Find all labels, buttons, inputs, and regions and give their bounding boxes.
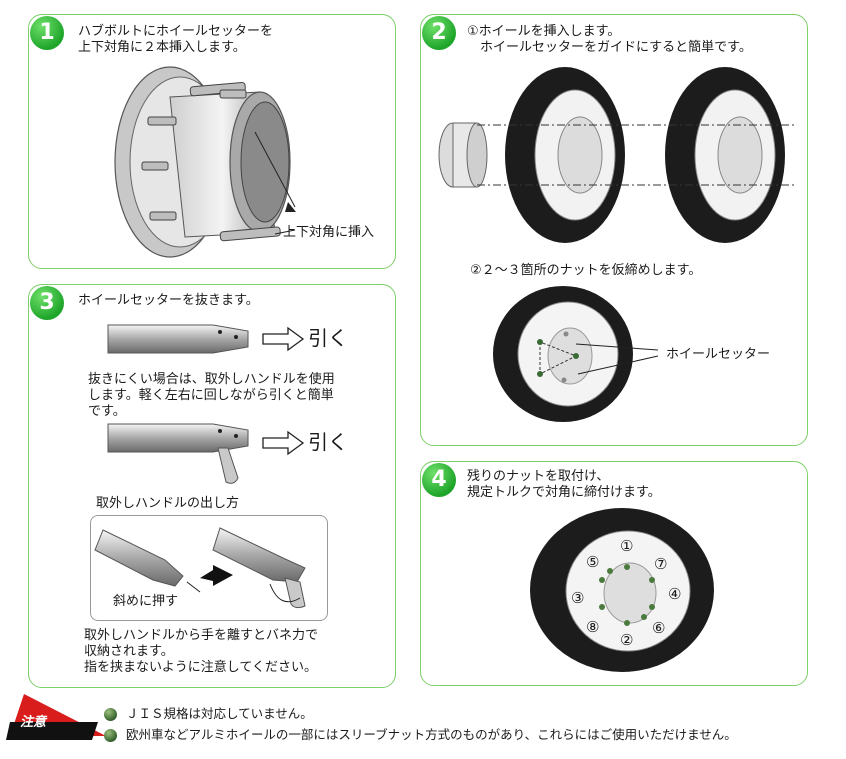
order-3: ③ [571, 589, 585, 607]
caution-item-2: 欧州車などアルミホイールの一部にはスリーブナット方式のものがあり、これらにはご使… [104, 724, 737, 743]
step1-text: ハブボルトにホイールセッターを 上下対角に２本挿入します。 [78, 24, 274, 55]
handle-howto-illustration [94, 527, 306, 609]
wheel-insert-illustration [438, 67, 795, 243]
step2-callout: ホイールセッター [666, 347, 771, 362]
step2-text2: ②２～３箇所のナットを仮締めします。 [470, 263, 702, 278]
setter-pull-illustration-1 [107, 324, 249, 354]
handle-subheading: 取外しハンドルの出し方 [96, 496, 240, 511]
step3-badge: 3 [30, 286, 64, 320]
step1-callout: 上下対角に挿入 [283, 225, 375, 240]
order-7: ⑦ [654, 555, 668, 573]
hub-bolt-illustration [114, 66, 296, 258]
order-8: ⑧ [586, 618, 600, 636]
bullet-icon [104, 708, 117, 721]
step4-badge: 4 [422, 463, 456, 497]
setter-pull-illustration-2 [107, 423, 249, 484]
pull-label-1: 引く [308, 326, 348, 350]
caution-tag [6, 694, 106, 740]
order-4: ④ [668, 585, 682, 603]
diagonal-push-label: 斜めに押す [113, 594, 179, 609]
pull-arrow-icon [262, 326, 305, 352]
step4-text: 残りのナットを取付け、 規定トルクで対角に締付けます。 [467, 469, 661, 500]
order-2: ② [620, 631, 634, 649]
caution-label: 注意 [20, 715, 47, 730]
pull-label-2: 引く [308, 430, 348, 454]
step3-text2: 抜きにくい場合は、取外しハンドルを使用 します。軽く左右に回しながら引くと簡単 … [88, 372, 335, 419]
tightening-order-illustration [530, 508, 714, 672]
order-1: ① [620, 537, 634, 555]
step2-text1: ①ホイールを挿入します。 ホイールセッターをガイドにすると簡単です。 [467, 24, 752, 55]
step3-text1: ホイールセッターを抜きます。 [78, 293, 259, 308]
order-6: ⑥ [652, 619, 666, 637]
pull-arrow-icon-2 [262, 430, 305, 456]
step2-badge: 2 [422, 16, 456, 50]
order-5: ⑤ [586, 553, 600, 571]
step1-badge: 1 [30, 16, 64, 50]
bullet-icon [104, 729, 117, 742]
caution-item-1: ＪＩＳ規格は対応していません。 [104, 703, 313, 722]
handle-howto-box [90, 515, 328, 621]
step3-text3: 取外しハンドルから手を離すとバネ力で 収納されます。 指を挟まないように注意して… [84, 628, 319, 675]
temp-tighten-illustration [493, 286, 659, 422]
